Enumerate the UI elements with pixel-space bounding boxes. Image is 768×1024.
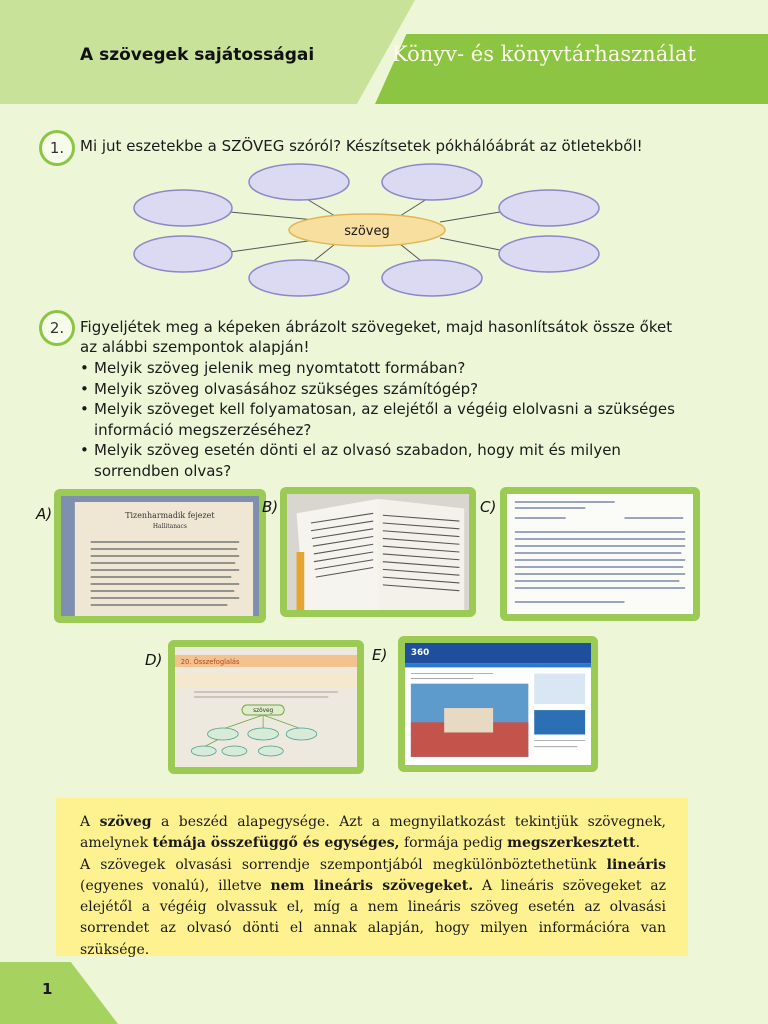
header-band-left bbox=[0, 0, 415, 104]
section-title: Könyv- és könyvtárhasználat bbox=[392, 42, 696, 66]
idea-bubble bbox=[381, 163, 483, 201]
idea-bubble bbox=[381, 259, 483, 297]
svg-text:szöveg: szöveg bbox=[253, 708, 273, 714]
svg-text:360: 360 bbox=[411, 648, 429, 658]
criteria-item: Melyik szöveg esetén dönti el az olvasó … bbox=[80, 440, 690, 481]
idea-bubble bbox=[133, 235, 233, 273]
task-2-number: 2. bbox=[39, 310, 75, 346]
idea-bubble bbox=[248, 163, 350, 201]
criteria-item: Melyik szöveg jelenik meg nyomtatott for… bbox=[80, 358, 690, 379]
idea-bubble bbox=[133, 189, 233, 227]
definition-paragraph-2: A szövegek olvasási sorrendje szempontjá… bbox=[80, 856, 667, 958]
task-1-number: 1. bbox=[39, 130, 75, 166]
image-d-textbook-diagram: 20. Összefoglalás szöveg bbox=[168, 640, 364, 774]
image-b-label: B) bbox=[262, 498, 279, 516]
image-e-website: 360 bbox=[398, 636, 598, 772]
spider-diagram: szöveg bbox=[133, 163, 600, 297]
image-c-letter bbox=[500, 487, 700, 621]
image-b-dictionary bbox=[280, 487, 476, 617]
definition-text: A szöveg a beszéd alapegysége. Azt a meg… bbox=[80, 812, 666, 961]
task-2-intro-line-2: az alábbi szempontok alapján! bbox=[80, 338, 310, 356]
idea-bubble bbox=[498, 235, 600, 273]
chapter-title: A szövegek sajátosságai bbox=[80, 45, 315, 65]
image-d-label: D) bbox=[145, 651, 163, 669]
definition-box bbox=[56, 798, 688, 956]
svg-text:Tizenharmadik fejezet: Tizenharmadik fejezet bbox=[125, 511, 215, 520]
idea-bubble bbox=[248, 259, 350, 297]
page-number: 1 bbox=[42, 980, 53, 998]
center-bubble bbox=[288, 213, 446, 247]
svg-text:Hallitanacs: Hallitanacs bbox=[153, 523, 187, 530]
footer-band bbox=[0, 962, 118, 1024]
header-band-right bbox=[375, 34, 768, 104]
image-a-label: A) bbox=[36, 505, 53, 523]
task-1-text: Mi jut eszetekbe a SZÖVEG szóról? Készít… bbox=[80, 137, 643, 155]
center-bubble-label: szöveg bbox=[344, 224, 390, 239]
task-2-intro-line-1: Figyeljétek meg a képeken ábrázolt szöve… bbox=[80, 318, 673, 336]
image-a-book-page: Tizenharmadik fejezet Hallitanacs bbox=[54, 489, 266, 623]
image-e-label: E) bbox=[372, 646, 388, 664]
idea-bubble bbox=[498, 189, 600, 227]
criteria-item: Melyik szöveget kell folyamatosan, az el… bbox=[80, 399, 690, 440]
definition-paragraph-1: A szöveg a beszéd alapegysége. Azt a meg… bbox=[80, 814, 666, 852]
image-c-label: C) bbox=[480, 498, 497, 516]
criteria-list: Melyik szöveg jelenik meg nyomtatott for… bbox=[80, 358, 690, 481]
criteria-item: Melyik szöveg olvasásához szükséges szám… bbox=[80, 379, 690, 400]
svg-text:20. Összefoglalás: 20. Összefoglalás bbox=[181, 657, 240, 666]
